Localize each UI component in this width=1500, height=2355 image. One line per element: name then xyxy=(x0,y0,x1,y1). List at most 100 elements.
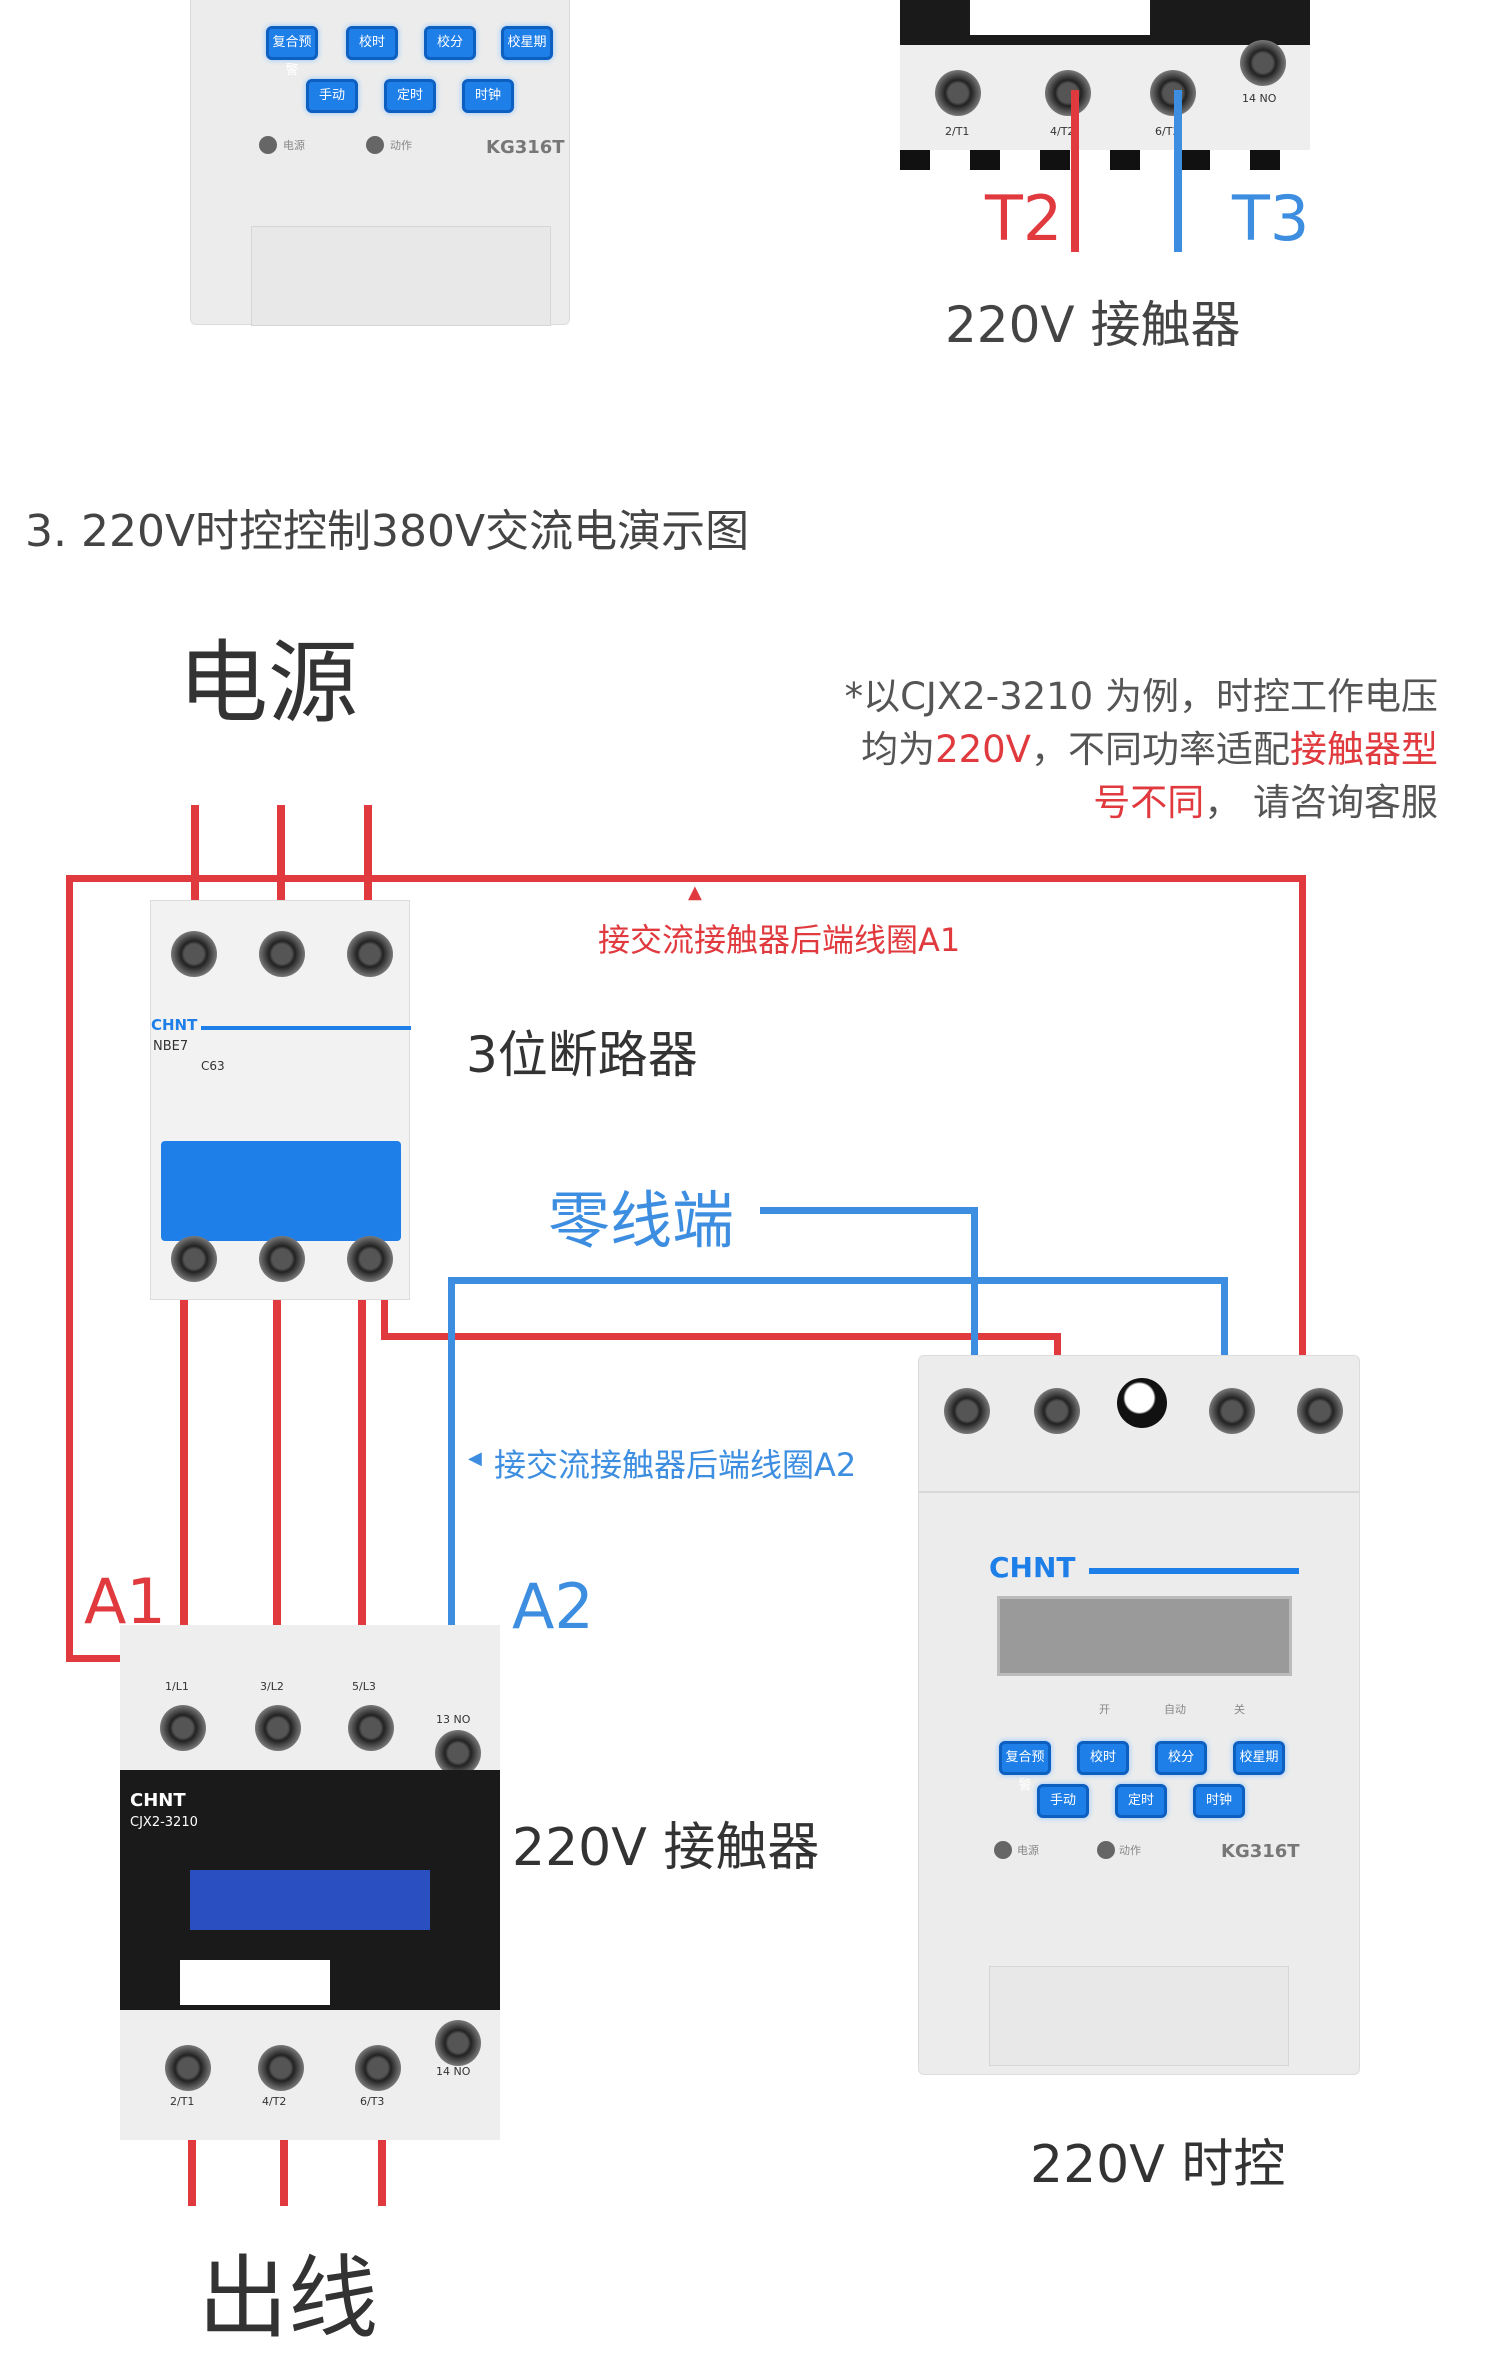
contactor-model: CJX2-3210 xyxy=(130,1815,198,1830)
timer-button: 校星期 xyxy=(501,26,553,60)
screw-icon xyxy=(171,1236,217,1282)
brand-logo: CHNT xyxy=(151,1016,198,1034)
screw-icon xyxy=(935,70,981,116)
circuit-breaker: CHNT NBE7 C63 xyxy=(150,900,411,1300)
battery-cover xyxy=(989,1966,1289,2066)
screw-icon xyxy=(944,1388,990,1434)
led-label: 电源 xyxy=(283,139,305,152)
top-contactor: 2/T1 4/T2 6/T3 14 NO xyxy=(900,0,1310,170)
top-timer-device: 复合预警 校时 校分 校星期 手动 定时 时钟 电源 动作 KG316T xyxy=(190,0,570,326)
screw-icon xyxy=(165,2045,211,2091)
wire-l1-out xyxy=(180,1295,188,1725)
wire-l3-to-timer xyxy=(381,1290,388,1340)
mode-label: 开 xyxy=(1099,1703,1110,1716)
mode-label: 自动 xyxy=(1164,1703,1186,1716)
terminal-label: 13 NO xyxy=(436,1713,471,1726)
timer-model: KG316T xyxy=(1221,1841,1300,1862)
terminal-label: 6/T3 xyxy=(1155,125,1180,138)
brand-logo: CHNT xyxy=(130,1790,186,1811)
wire-l2-out xyxy=(273,1295,281,1725)
terminal-label: 2/T1 xyxy=(170,2095,195,2108)
a2-label: A2 xyxy=(512,1570,594,1643)
note-line-1: *以CJX2-3210 为例，时控工作电压 xyxy=(844,675,1438,718)
timer-button: 定时 xyxy=(384,79,436,113)
note-line-3: 号不同， 请咨询客服 xyxy=(1093,781,1438,824)
a2-note: 接交流接触器后端线圈A2 xyxy=(494,1446,857,1484)
breaker-rating: C63 xyxy=(201,1059,225,1073)
wire-l1-in xyxy=(191,805,199,915)
timer-button: 手动 xyxy=(306,79,358,113)
led-icon xyxy=(259,136,277,154)
screw-icon xyxy=(347,1236,393,1282)
arrow-up-icon: ▲ xyxy=(688,882,702,903)
screw-icon xyxy=(1045,70,1091,116)
screw-icon xyxy=(355,2045,401,2091)
timer-button: 手动 xyxy=(1037,1784,1089,1818)
timer-caption: 220V 时控 xyxy=(1030,2135,1286,2195)
breaker-caption: 3位断路器 xyxy=(466,1026,698,1084)
arrow-left-icon: ◀ xyxy=(468,1448,482,1469)
timer-button: 校时 xyxy=(346,26,398,60)
led-label: 动作 xyxy=(1119,1844,1141,1857)
section-title: 3. 220V时控控制380V交流电演示图 xyxy=(25,506,750,557)
knob-icon xyxy=(1117,1378,1167,1428)
battery-cover xyxy=(251,226,551,326)
wire-a1-loop-top xyxy=(66,875,1306,882)
label-t3: T3 xyxy=(1232,182,1310,255)
wire-neutral-h xyxy=(760,1207,978,1214)
wire-t3 xyxy=(1174,90,1182,252)
terminal-label: 14 NO xyxy=(1242,92,1277,105)
wire-a1-loop-left xyxy=(66,875,73,1662)
label-t2: T2 xyxy=(985,182,1063,255)
note-line-2: 均为220V，不同功率适配接触器型 xyxy=(861,728,1438,771)
wire-a1-loop-right xyxy=(1299,875,1306,1360)
timer-button: 时钟 xyxy=(1193,1784,1245,1818)
mode-label: 关 xyxy=(1234,1703,1245,1716)
screw-icon xyxy=(259,931,305,977)
screw-icon xyxy=(1150,70,1196,116)
led-label: 电源 xyxy=(1017,1844,1039,1857)
timer-model: KG316T xyxy=(486,137,565,158)
breaker-model: NBE7 xyxy=(153,1039,189,1054)
power-label: 电源 xyxy=(178,631,358,736)
a1-note: 接交流接触器后端线圈A1 xyxy=(598,921,961,959)
contactor: 1/L1 3/L2 5/L3 13 NO CHNT CJX2-3210 2/T1… xyxy=(120,1625,500,2140)
note: *以CJX2-3210 为例，时控工作电压 均为220V，不同功率适配接触器型 … xyxy=(845,670,1438,829)
wire-l3-to-timer-v xyxy=(1054,1333,1061,1360)
screw-icon xyxy=(347,931,393,977)
timer-device: CHNT 开 自动 关 复合预警 校时 校分 校星期 手动 定时 时钟 电源 动… xyxy=(918,1355,1360,2075)
led-label: 动作 xyxy=(390,139,412,152)
screw-icon xyxy=(1240,40,1286,86)
terminal-label: 4/T2 xyxy=(1050,125,1075,138)
screw-icon xyxy=(435,1730,481,1776)
timer-button: 时钟 xyxy=(462,79,514,113)
timer-button: 校星期 xyxy=(1233,1741,1285,1775)
brand-logo: CHNT xyxy=(989,1551,1076,1584)
terminal-label: 5/L3 xyxy=(352,1680,376,1693)
screw-icon xyxy=(255,1705,301,1751)
screw-icon xyxy=(1034,1388,1080,1434)
terminal-label: 3/L2 xyxy=(260,1680,284,1693)
wire-t2 xyxy=(1071,90,1079,252)
wire-l3-out xyxy=(358,1295,366,1725)
wire-l3-in xyxy=(364,805,372,915)
contactor-caption: 220V 接触器 xyxy=(512,1818,820,1878)
terminal-label: 2/T1 xyxy=(945,125,970,138)
terminal-label: 1/L1 xyxy=(165,1680,189,1693)
wire-l2-in xyxy=(277,805,285,915)
screw-icon xyxy=(160,1705,206,1751)
screw-icon xyxy=(348,1705,394,1751)
screw-icon xyxy=(259,1236,305,1282)
screw-icon xyxy=(435,2020,481,2066)
wire-a2-down xyxy=(448,1277,455,1662)
contactor-armature xyxy=(190,1870,430,1930)
screw-icon xyxy=(171,931,217,977)
screw-icon xyxy=(1297,1388,1343,1434)
wire-a2-right xyxy=(1221,1277,1228,1360)
timer-button: 定时 xyxy=(1115,1784,1167,1818)
screw-icon xyxy=(1209,1388,1255,1434)
led-icon xyxy=(366,136,384,154)
timer-button: 校分 xyxy=(1155,1741,1207,1775)
terminal-label: 4/T2 xyxy=(262,2095,287,2108)
screw-icon xyxy=(258,2045,304,2091)
